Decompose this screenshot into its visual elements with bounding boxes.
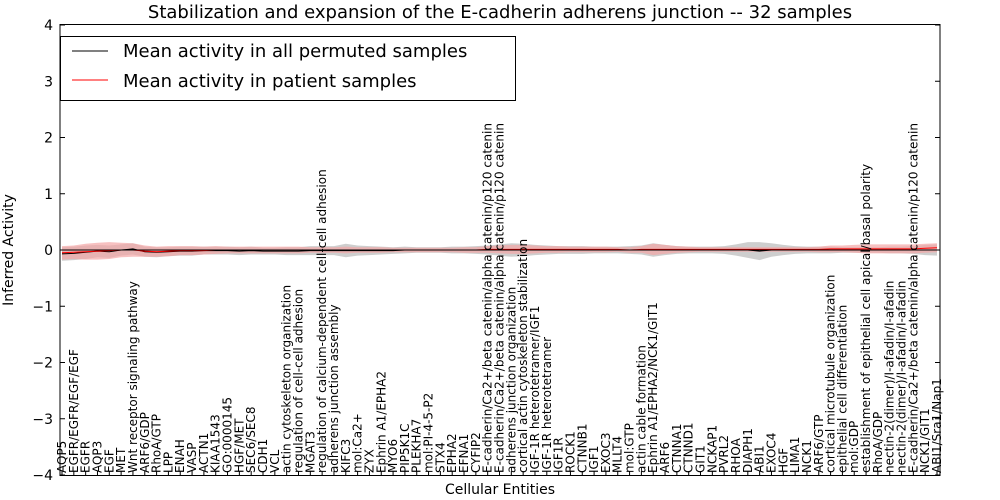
x-tick-label: STX4 <box>433 442 447 473</box>
x-tick-label: SEC6/SEC8 <box>244 407 258 473</box>
x-tick-label: IGF1R <box>552 437 566 473</box>
y-tick-label: −1 <box>32 299 53 315</box>
y-tick-label: 3 <box>44 74 53 90</box>
x-tick-label: KIFC3 <box>339 439 353 473</box>
chart-title: Stabilization and expansion of the E-cad… <box>148 2 852 23</box>
legend-label-permuted: Mean activity in all permuted samples <box>123 41 467 62</box>
x-tick-label: CDH1 <box>256 439 270 473</box>
legend: Mean activity in all permuted samples Me… <box>60 36 516 101</box>
x-tick-label: RhoA/GDP <box>871 412 885 473</box>
x-tick-label: Ephrin A1/EPHA2/NCK1/GIT1 <box>646 302 660 473</box>
x-tick-label: ARF6/GDP <box>138 412 152 473</box>
x-tick-label: PVRL2 <box>717 435 731 473</box>
x-tick-label: E-cadherin/Ca2+/beta catenin/alpha caten… <box>481 123 495 473</box>
x-tick-label: mol:PI-4-5-P2 <box>422 393 436 473</box>
x-tick-label: ABI1 <box>753 445 767 473</box>
x-tick-label: epithelial cell differentiation <box>835 305 849 473</box>
x-tick-label: RHOA <box>729 437 743 473</box>
x-tick-label: ROCK1 <box>563 431 577 473</box>
x-tick-label: EGFR <box>79 441 93 473</box>
x-tick-label: CTNNA1 <box>670 424 684 474</box>
x-tick-label: Wnt receptor signaling pathway <box>126 281 140 473</box>
x-tick-label: AQP5 <box>55 441 69 473</box>
x-tick-label: adherens junction organization <box>504 287 518 473</box>
x-tick-label: MGAT3 <box>303 431 317 473</box>
x-tick-label: EPHA2 <box>445 433 459 473</box>
x-tick-label: cortical actin cytoskeleton stabilizatio… <box>516 239 530 473</box>
x-tick-label: RhoA/GTP <box>150 414 164 473</box>
x-tick-label: CTNNB1 <box>575 423 589 473</box>
y-tick-label: 1 <box>44 187 53 203</box>
x-tick-label: MLLT4 <box>611 436 625 473</box>
x-tick-label: IGF-1R heterotetramer <box>540 337 554 473</box>
y-tick-label: 0 <box>44 243 53 259</box>
x-tick-label: MYO6 <box>386 439 400 473</box>
x-tick-label: E-cadherin/Ca2+/beta catenin/alpha caten… <box>906 123 920 473</box>
x-tick-label: MET <box>114 447 128 473</box>
x-tick-label: PIP5K1C <box>398 423 412 473</box>
x-tick-label: EGF <box>102 449 116 473</box>
y-tick-label: 4 <box>44 18 53 34</box>
x-tick-label: EGFR/EGFR/EGF/EGF <box>67 349 81 473</box>
x-tick-label: HGF <box>776 448 790 473</box>
x-tick-label: mol:GDP <box>847 421 861 473</box>
x-tick-label: establishment of epithelial cell apical/… <box>859 164 873 473</box>
x-tick-label: mol:GTP <box>623 423 637 473</box>
x-tick-label: Ephrin A1/EPHA2 <box>374 371 388 473</box>
y-tick-label: −4 <box>32 468 53 484</box>
x-tick-label: EXOC4 <box>765 433 779 474</box>
x-tick-label: NCK1/GIT1 <box>918 408 932 473</box>
x-tick-label: ARF6 <box>658 442 672 473</box>
x-tick-label: VCL <box>268 449 282 473</box>
y-tick-label: −2 <box>32 356 53 372</box>
x-tick-label: nectin-2(dimer)/I-afadin/I-afadin <box>895 281 909 473</box>
x-tick-label: actin cable formation <box>634 345 648 473</box>
x-tick-label: LIMA1 <box>788 437 802 473</box>
x-tick-label: ABI1/Sra1/Nap1 <box>930 378 944 473</box>
x-tick-label: AQP3 <box>91 441 105 473</box>
x-tick-label: PLEKHA7 <box>410 419 424 473</box>
x-tick-label: ACTN1 <box>197 433 211 473</box>
x-tick-label: actin cytoskeleton organization <box>280 285 294 473</box>
y-tick-label: 2 <box>44 131 53 147</box>
x-tick-label: nectin-2(dimer)/I-afadin/I-afadin <box>883 281 897 473</box>
x-tick-label: ENAH <box>173 439 187 473</box>
x-tick-label: IGF-1R heterotetramer/IGF1 <box>528 306 542 473</box>
x-tick-label: mol:Ca2+ <box>351 413 365 473</box>
confidence-bands <box>62 242 937 261</box>
x-tick-label: IGF1 <box>587 446 601 473</box>
x-tick-label: ARF6/GTP <box>812 414 826 473</box>
x-tick-label: NCK1 <box>800 440 814 473</box>
x-tick-label: KIAA1543 <box>209 414 223 473</box>
y-axis: −4 −3 −2 −1 0 1 2 3 4 <box>32 18 940 484</box>
x-tick-label: GIT1 <box>694 445 708 473</box>
x-tick-label: E-cadherin/Ca2+/beta catenin/alpha caten… <box>493 123 507 473</box>
x-tick-label: cortical microtubule organization <box>824 275 838 473</box>
x-tick-label: GO:0000145 <box>221 397 235 473</box>
x-tick-label: NCKAP1 <box>705 425 719 473</box>
x-tick-label: regulation of cell-cell adhesion <box>292 289 306 473</box>
y-axis-label: Inferred Activity <box>1 194 17 306</box>
legend-box <box>60 36 516 101</box>
x-tick-label: HGF/MET <box>232 418 246 473</box>
x-tick-label: LPP <box>161 452 175 473</box>
legend-label-patient: Mean activity in patient samples <box>123 71 417 92</box>
x-tick-label: regulation of calcium-dependent cell-cel… <box>315 169 329 473</box>
x-tick-label: ZYX <box>362 449 376 473</box>
band-series-1 <box>62 242 937 260</box>
x-axis-label: Cellular Entities <box>445 482 555 498</box>
x-tick-label: EXOC3 <box>599 432 613 473</box>
x-tick-label: CYFIP2 <box>469 432 483 473</box>
x-tick-label: adherens junction assembly <box>327 304 341 473</box>
x-tick-label: DIAPH1 <box>741 428 755 473</box>
x-tick-label: CTNND1 <box>682 422 696 473</box>
x-tick-label: VASP <box>185 443 199 474</box>
y-tick-label: −3 <box>32 412 53 428</box>
x-tick-label: EFNA1 <box>457 434 471 473</box>
